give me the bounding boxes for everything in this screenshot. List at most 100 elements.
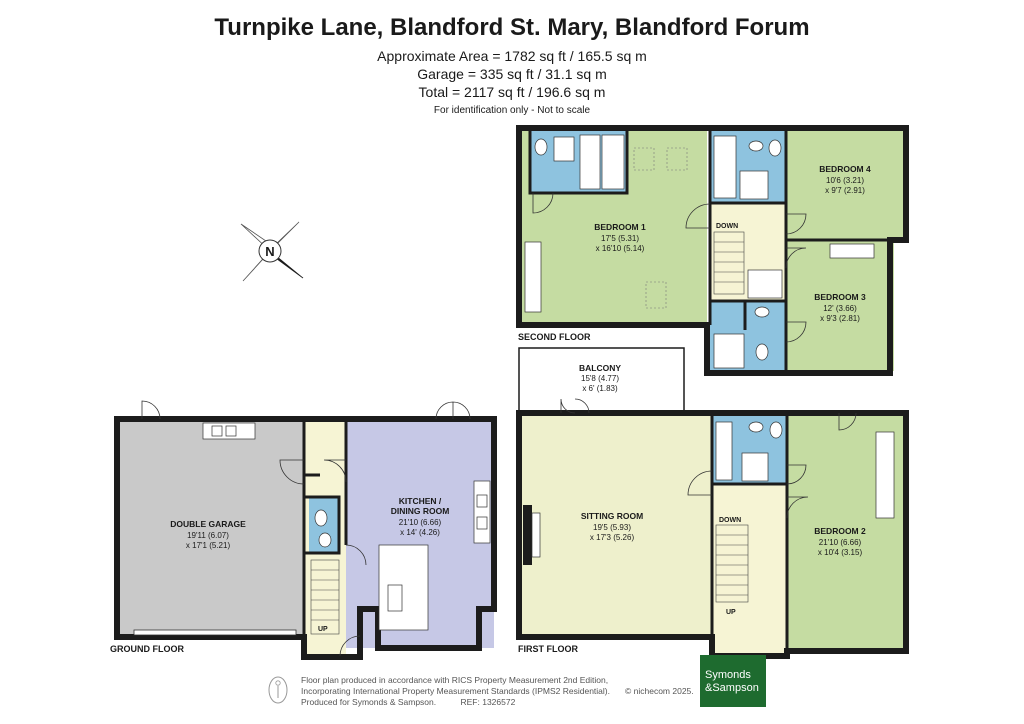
- second-floor-outer-wall: [516, 125, 909, 376]
- compass-label: N: [265, 244, 274, 259]
- bedroom-3-door[interactable]: [785, 247, 807, 269]
- ensuite-wc-icon: [534, 138, 548, 156]
- room-dim-kitchen: 21'10 (6.66): [399, 518, 442, 527]
- shower-room-door[interactable]: [785, 321, 807, 343]
- bedroom-4-door[interactable]: [785, 213, 807, 235]
- shower-room-basin-icon: [754, 306, 770, 318]
- first-landing-floor: [712, 484, 787, 656]
- garage-door[interactable]: [133, 629, 297, 636]
- bedroom-1-wardrobe: [524, 241, 542, 313]
- footer-produced-for: Produced for Symonds & Sampson.: [301, 697, 437, 707]
- balcony-outline: [518, 347, 685, 415]
- room-name-garage: DOUBLE GARAGE: [170, 519, 246, 529]
- ensuite-basin-icon: [553, 136, 575, 162]
- stairs-up-label: UP: [318, 626, 328, 633]
- second-floor-stairs: [713, 231, 745, 295]
- garage-sink-icon: [211, 425, 223, 437]
- room-name-balcony: BALCONY: [579, 363, 621, 373]
- ground-floor-stairs: [310, 559, 340, 635]
- kitchen-sink-icon: [476, 494, 488, 508]
- ensuite-door[interactable]: [532, 192, 554, 214]
- room-dim-bedroom-1: 17'5 (5.31): [601, 234, 639, 243]
- bedroom-2-wardrobe: [875, 431, 895, 519]
- rooflight-icon: [633, 147, 655, 171]
- garage-side-door[interactable]: [279, 459, 305, 485]
- logo-line-1: Symonds: [705, 669, 751, 681]
- room-name-kitchen: KITCHEN /: [399, 496, 442, 506]
- first-floor-outer-wall: [516, 410, 909, 659]
- footer-copyright: © nichecom 2025.: [625, 686, 694, 696]
- first-wc-icon: [769, 421, 783, 439]
- room-dim-garage: 19'11 (6.07): [187, 531, 229, 540]
- kitchen-door[interactable]: [345, 544, 367, 566]
- room-dim-kitchen: x 14' (4.26): [400, 528, 440, 537]
- garage-area: Garage = 335 sq ft / 31.1 sq m: [417, 66, 607, 82]
- kitchen-sink-icon: [476, 516, 488, 530]
- floor-label-ground: GROUND FLOOR: [110, 644, 184, 654]
- balcony-doors[interactable]: [560, 398, 590, 414]
- room-name-bedroom-1: BEDROOM 1: [594, 222, 646, 232]
- room-dim-balcony: 15'8 (4.77): [581, 374, 619, 383]
- sitting-room-door[interactable]: [687, 470, 713, 496]
- room-dim-bedroom-2: 21'10 (6.66): [819, 538, 862, 547]
- room-dim-garage: x 17'1 (5.21): [186, 541, 231, 550]
- footer-text: Floor plan produced in accordance with R…: [301, 675, 610, 708]
- stairs-down-label: DOWN: [719, 517, 741, 524]
- rooflight-icon: [666, 147, 688, 171]
- floor-label-second: SECOND FLOOR: [518, 332, 591, 342]
- ground-floor-plan: DOUBLE GARAGE 19'11 (6.07) x 17'1 (5.21)…: [110, 400, 497, 660]
- stairs-down-label: DOWN: [716, 223, 738, 230]
- second-floor-plan: BEDROOM 1 17'5 (5.31) x 16'10 (5.14) BED…: [516, 125, 909, 376]
- room-name-bedroom-4: BEDROOM 4: [819, 164, 871, 174]
- shower-room-wc-icon: [755, 343, 769, 361]
- person-icon: [268, 676, 288, 704]
- page-title: Turnpike Lane, Blandford St. Mary, Bland…: [214, 14, 810, 41]
- first-basin-icon: [748, 421, 764, 433]
- ensuite-bath-icon: [601, 134, 625, 190]
- kitchen-french-doors[interactable]: [435, 401, 471, 420]
- approximate-area: Approximate Area = 1782 sq ft / 165.5 sq…: [377, 48, 647, 64]
- room-name-bedroom-3: BEDROOM 3: [814, 292, 866, 302]
- logo-line-2: &Sampson: [705, 682, 759, 694]
- room-dim-sitting-room: 19'5 (5.93): [593, 523, 631, 532]
- room-dim-bedroom-4: 10'6 (3.21): [826, 176, 864, 185]
- shower-room-shower-icon: [713, 333, 745, 369]
- bedroom-4-floor: [786, 131, 904, 240]
- room-dim-sitting-room: x 17'3 (5.26): [590, 533, 635, 542]
- room-dim-bedroom-3: 12' (3.66): [823, 304, 857, 313]
- room-dim-bedroom-1: x 16'10 (5.14): [596, 244, 645, 253]
- bathroom-door[interactable]: [786, 464, 807, 485]
- ensuite-wall: [528, 128, 629, 195]
- front-door[interactable]: [339, 635, 361, 657]
- fireplace: [523, 505, 532, 565]
- second-wc-icon: [768, 139, 782, 157]
- north-arrow-icon: N: [240, 221, 304, 282]
- bedroom-2-door[interactable]: [786, 496, 809, 519]
- hob-icon: [387, 584, 403, 612]
- room-dim-bedroom-4: x 9'7 (2.91): [825, 186, 865, 195]
- second-bath-icon: [713, 135, 737, 199]
- sitting-room-floor: [522, 416, 712, 635]
- bedroom-2-ensuite-door[interactable]: [838, 412, 857, 431]
- kitchen-worktop: [473, 480, 491, 544]
- footer-ref: REF: 1326572: [460, 697, 516, 707]
- room-name-kitchen: DINING ROOM: [391, 506, 450, 516]
- agent-logo: Symonds &Sampson: [700, 655, 766, 707]
- stairs-up-label: UP: [726, 609, 736, 616]
- footer-line-1: Floor plan produced in accordance with R…: [301, 675, 609, 685]
- first-floor-plan: BALCONY 15'8 (4.77) x 6' (1.83) SITTING …: [516, 347, 909, 659]
- ensuite-shower-icon: [579, 134, 601, 190]
- cloakroom-wc-icon: [318, 532, 332, 548]
- kitchen-island: [378, 544, 429, 631]
- first-bath-icon: [715, 421, 733, 481]
- bedroom-1-door[interactable]: [685, 203, 711, 229]
- hall-door[interactable]: [323, 459, 347, 483]
- first-floor-stairs: [715, 524, 749, 603]
- fireplace-hearth: [531, 512, 541, 558]
- room-dim-bedroom-2: x 10'4 (3.15): [818, 548, 863, 557]
- identification-note: For identification only - Not to scale: [433, 105, 591, 116]
- first-shower-icon: [741, 452, 769, 482]
- room-name-bedroom-2: BEDROOM 2: [814, 526, 866, 536]
- garage-rear-door[interactable]: [141, 400, 161, 420]
